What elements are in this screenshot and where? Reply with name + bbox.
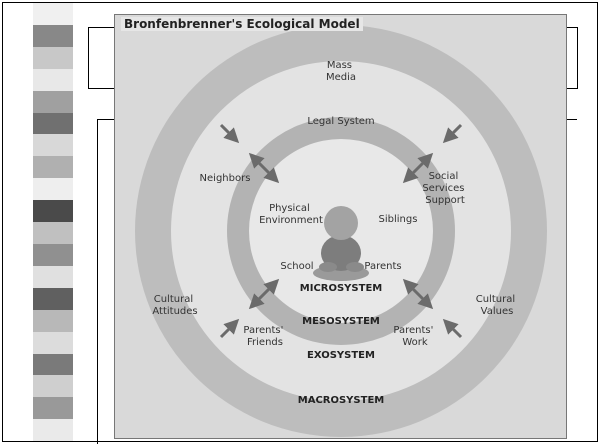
content-box-border-left <box>97 119 98 444</box>
parents-work-label: Parents' Work <box>393 325 436 348</box>
ecological-model-diagram: MICROSYSTEM MESOSYSTEM EXOSYSTEM MACROSY… <box>135 25 547 437</box>
microsystem-label: MICROSYSTEM <box>300 283 383 294</box>
exosystem-label: EXOSYSTEM <box>307 350 375 361</box>
physical-environment-label: Physical Environment <box>259 203 323 226</box>
social-services-label: Social Services Support <box>422 171 467 206</box>
parents-friends-label: Parents' Friends <box>243 325 286 348</box>
school-label: School <box>280 261 313 272</box>
siblings-label: Siblings <box>379 214 418 225</box>
influence-arrows <box>219 123 463 339</box>
cultural-values-label: Cultural Values <box>476 294 519 317</box>
ecological-model-figure: MICROSYSTEM MESOSYSTEM EXOSYSTEM MACROSY… <box>114 14 567 439</box>
cultural-attitudes-label: Cultural Attitudes <box>152 294 197 317</box>
legal-system-label: Legal System <box>307 116 374 127</box>
mesosystem-label: MESOSYSTEM <box>302 316 380 327</box>
mass-media-label: Mass Media <box>326 60 356 83</box>
decorative-stripe-bar <box>33 3 73 442</box>
macrosystem-label: MACROSYSTEM <box>298 395 385 406</box>
neighbors-label: Neighbors <box>200 173 251 184</box>
child-figure <box>313 206 369 281</box>
figure-title: Bronfenbrenner's Ecological Model <box>121 17 363 31</box>
parents-label: Parents <box>364 261 401 272</box>
